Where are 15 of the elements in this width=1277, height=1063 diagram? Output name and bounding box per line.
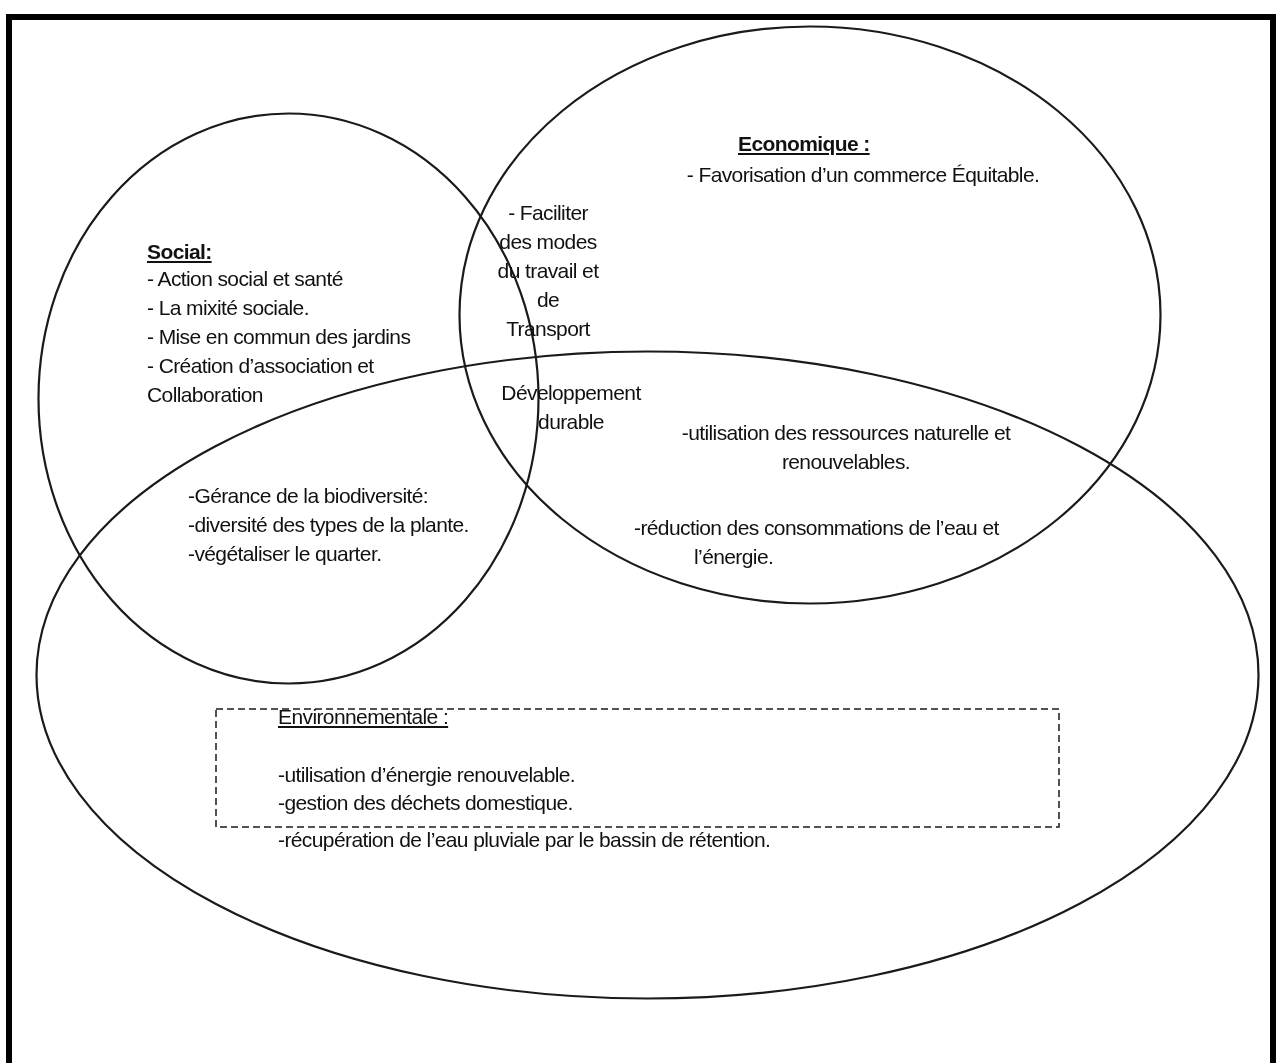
list-item: -gestion des déchets domestique. <box>278 790 574 816</box>
heading: Economique : <box>738 131 870 157</box>
overlap-text: -réduction des consommations de l’eau et l’énergie. <box>634 515 1000 570</box>
overlap-text: -végétaliser le quarter. <box>188 541 383 567</box>
list-item: -utilisation d’énergie renouvelable. <box>278 762 577 788</box>
overlap-text: -diversité des types de la plante. <box>188 512 470 538</box>
list-item: - Favorisation d’un commerce Équitable. <box>685 162 1041 188</box>
overlap-text: -utilisation des ressources naturelle et renouvelables. <box>680 420 1012 475</box>
list-item: -récupération de l’eau pluviale par le bassin de rétention. <box>278 827 772 853</box>
overlap-text: -Gérance de la biodiversité: <box>188 483 429 509</box>
list-item: - Mise en commun des jardins <box>147 324 412 350</box>
heading: Social: <box>147 239 212 265</box>
heading: Environnementale : <box>278 704 449 730</box>
list-item: - La mixité sociale. <box>147 295 310 321</box>
list-item: - Création d’association et Collaboration <box>147 353 375 408</box>
